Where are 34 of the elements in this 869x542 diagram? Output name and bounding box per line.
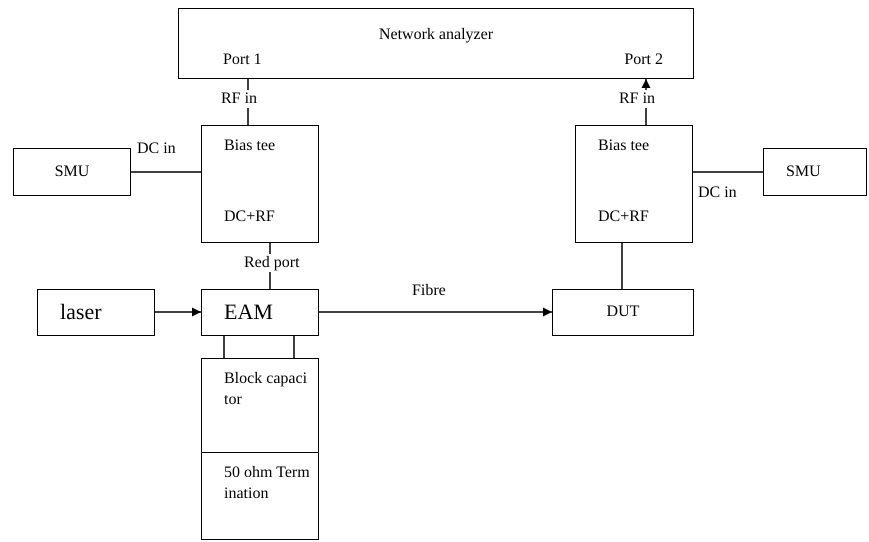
block-box [575,125,693,243]
block-box [37,289,155,336]
node-label: DC+RF [224,207,276,228]
block-box [201,289,319,336]
node-label: Block capacitor [224,369,308,410]
node-label: DUT [606,302,640,322]
node-label: EAM [224,298,274,326]
node-label: SMU [54,162,90,182]
block-box [201,125,319,243]
node-label: Bias tee [224,136,276,156]
arrow [155,308,201,316]
edge-label: RF in [220,90,258,108]
block-box [178,8,694,79]
node-label: SMU [786,162,822,182]
connector-line [693,171,763,173]
node-label: Bias tee [598,136,650,156]
block-box [763,148,867,196]
block-box [552,289,694,336]
node-label: laser [60,298,103,326]
block-box [13,148,131,196]
block-box [201,358,319,453]
connector-line [621,243,623,289]
connector-line [131,171,201,173]
arrow [319,308,552,316]
node-label: 50 ohm Termination [224,463,310,504]
edge-label: RF in [618,90,656,108]
edge-label: Red port [243,254,301,272]
connector-line [223,336,225,358]
connector-line [293,336,295,358]
port-label: Port 1 [223,50,262,70]
port-label: Port 2 [624,50,663,70]
node-title: Network analyzer [378,24,494,45]
node-label: DC+RF [598,207,650,228]
block-box [201,452,319,540]
